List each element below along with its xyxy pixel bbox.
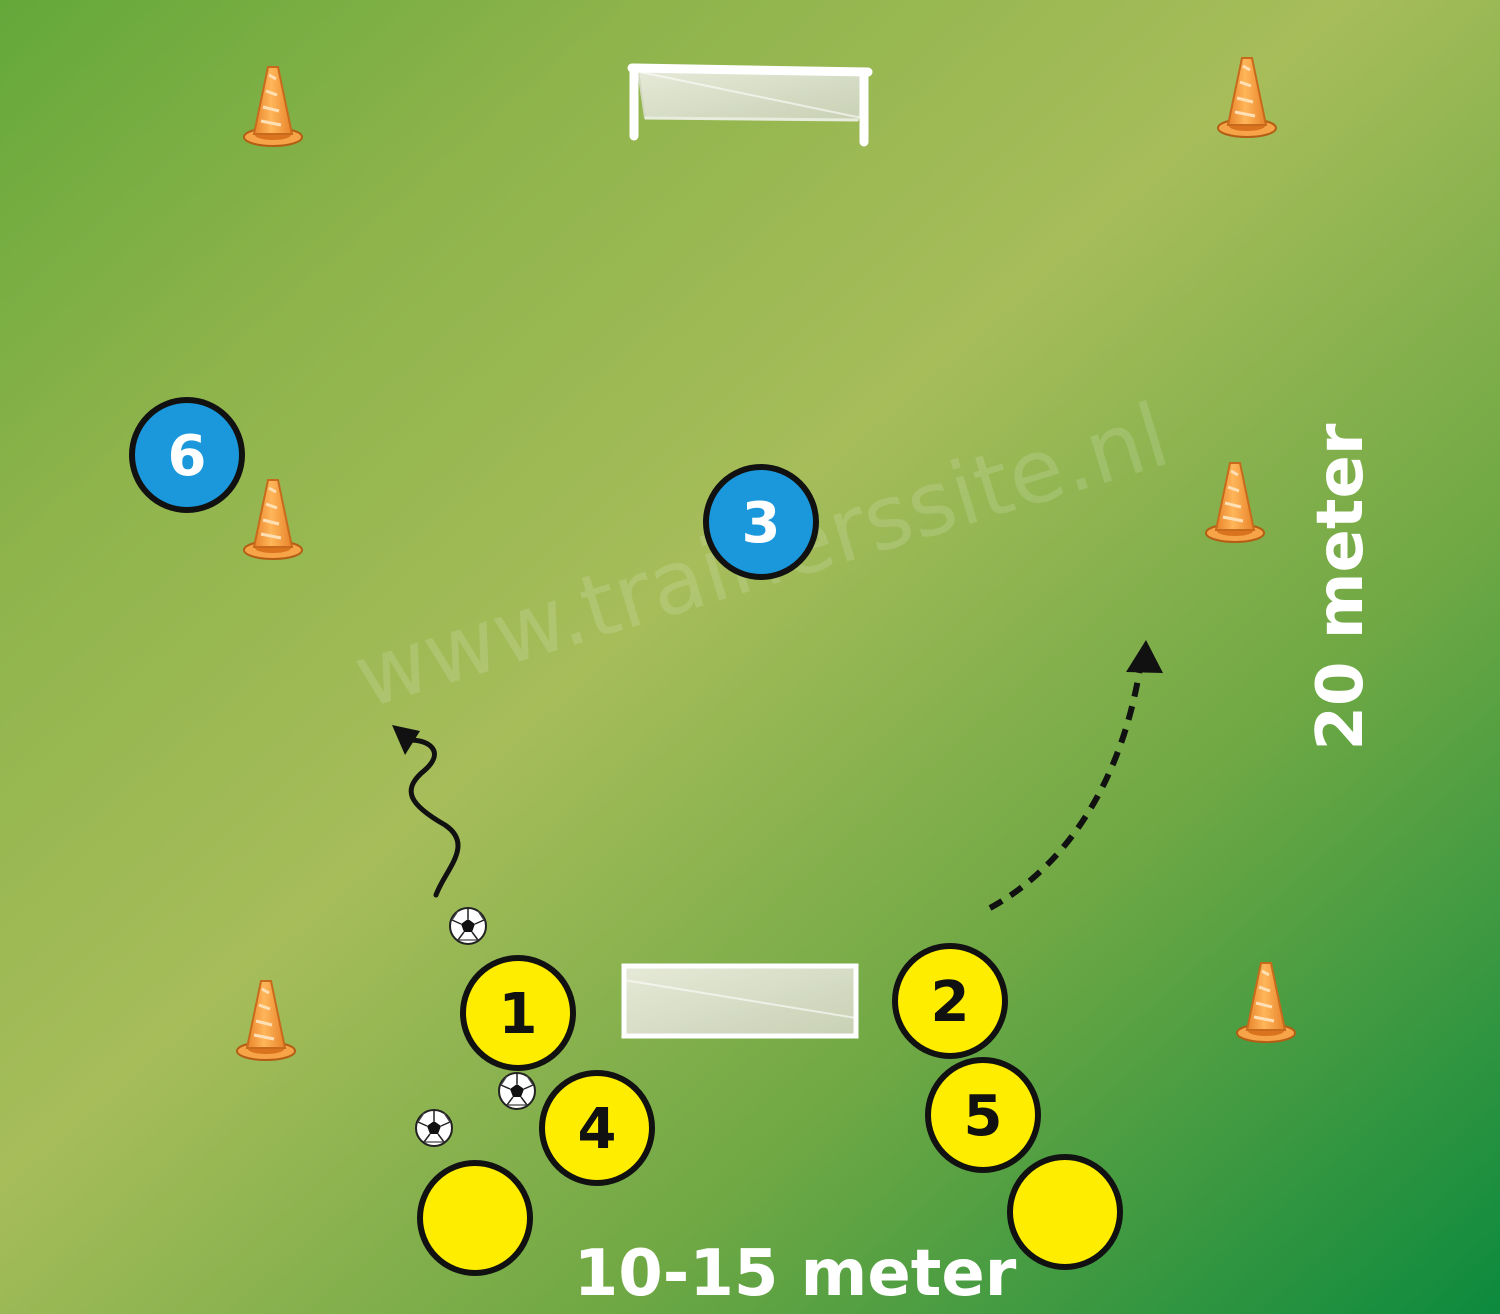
yellow-player-4: 4 xyxy=(539,1070,655,1186)
yellow-player-unnumbered xyxy=(417,1160,533,1276)
player-number: 1 xyxy=(499,982,538,1047)
yellow-player-5: 5 xyxy=(925,1057,1041,1173)
player-number: 4 xyxy=(578,1097,617,1162)
soccer-ball-icon xyxy=(498,1072,536,1110)
player-number: 5 xyxy=(964,1084,1003,1149)
dribble-arrow-icon xyxy=(392,725,461,898)
player-number: 2 xyxy=(931,970,970,1035)
soccer-ball-icon xyxy=(449,907,487,945)
yellow-player-2: 2 xyxy=(892,943,1008,1059)
yellow-player-1: 1 xyxy=(460,955,576,1071)
width-label: 10-15 meter xyxy=(574,1237,1017,1311)
top-goal-icon xyxy=(627,63,873,147)
soccer-ball-icon xyxy=(415,1109,453,1147)
bottom-goal-icon xyxy=(621,963,859,1039)
length-label: 20 meter xyxy=(1304,423,1378,750)
run-arrow-icon xyxy=(988,640,1163,911)
yellow-player-unnumbered xyxy=(1007,1154,1123,1270)
player-number: 6 xyxy=(168,424,207,489)
player-number: 3 xyxy=(742,491,781,556)
blue-player-3: 3 xyxy=(703,464,819,580)
blue-player-6: 6 xyxy=(129,397,245,513)
